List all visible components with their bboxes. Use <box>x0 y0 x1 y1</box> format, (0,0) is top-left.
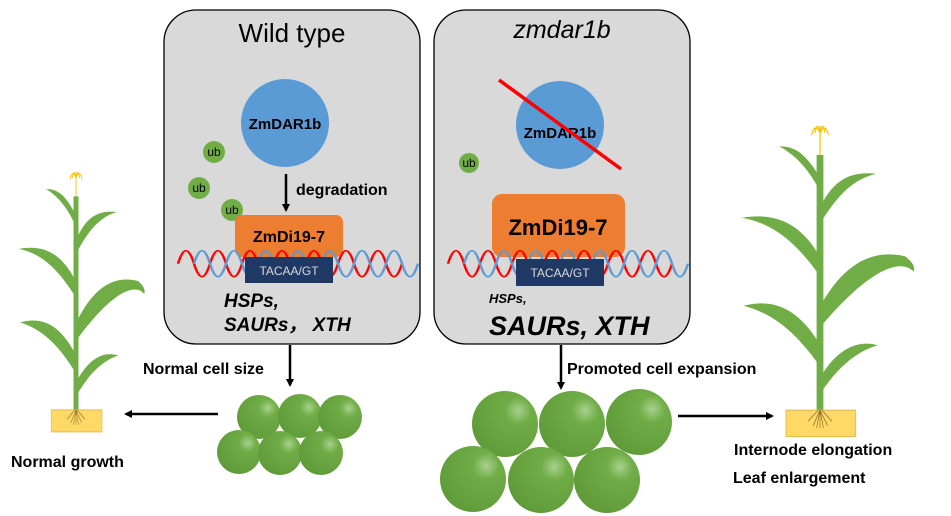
cell <box>574 447 640 513</box>
leaf-enlargement-label: Leaf enlargement <box>733 470 866 487</box>
motif-box: TACAA/GT <box>245 257 333 283</box>
cell <box>278 394 322 438</box>
svg-text:ub: ub <box>207 145 221 159</box>
zmdar1b-protein-absent: ZmDAR1b <box>497 78 623 171</box>
enlarged-plant <box>740 125 915 438</box>
target-genes-line1: HSPs, <box>489 291 527 306</box>
motif-label: TACAA/GT <box>259 264 319 278</box>
cell <box>237 395 281 439</box>
cell <box>539 391 605 457</box>
zmdi19-7-protein: ZmDi19-7 <box>492 194 625 257</box>
zmdar1b-protein: ZmDAR1b <box>241 79 329 167</box>
cell <box>258 431 302 475</box>
zmdi19-7-label: ZmDi19-7 <box>253 229 325 246</box>
ubiquitin-1: ub <box>203 141 225 163</box>
svg-text:ub: ub <box>462 156 476 170</box>
mutant-title: zmdar1b <box>512 16 610 44</box>
zmdar1b-label: ZmDAR1b <box>524 125 597 142</box>
promoted-cell-expansion-label: Promoted cell expansion <box>567 361 756 378</box>
zmdar1b-label: ZmDAR1b <box>249 116 322 133</box>
normal-growth-label: Normal growth <box>11 454 124 471</box>
svg-text:ub: ub <box>225 203 239 217</box>
mutant-panel: zmdar1b ZmDAR1b ub ZmDi19-7 TACAA/GT HSP… <box>433 9 691 345</box>
target-genes-line2: SAURs, XTH <box>489 311 650 341</box>
cell <box>606 389 672 455</box>
cross-out-line <box>497 78 623 171</box>
cell <box>440 446 506 512</box>
cell <box>318 395 362 439</box>
wild-type-title: Wild type <box>239 18 346 48</box>
expanded-cells <box>440 389 672 513</box>
motif-box: TACAA/GT <box>516 259 604 286</box>
zmdi19-7-protein: ZmDi19-7 <box>235 215 343 257</box>
zmdi19-7-label: ZmDi19-7 <box>508 215 607 240</box>
ubiquitin: ub <box>459 153 479 173</box>
wild-type-panel: Wild type ZmDAR1b ub ub ub degradation Z… <box>163 9 421 345</box>
normal-cells <box>217 394 362 475</box>
cell <box>508 447 574 513</box>
internode-elongation-label: Internode elongation <box>734 442 892 459</box>
normal-cell-size-label: Normal cell size <box>143 361 264 378</box>
cell <box>472 391 538 457</box>
ubiquitin-2: ub <box>188 177 210 199</box>
target-genes-line1: HSPs, <box>224 291 279 312</box>
cell <box>299 431 343 475</box>
svg-text:ub: ub <box>192 181 206 195</box>
ubiquitin-3: ub <box>221 199 243 221</box>
motif-label: TACAA/GT <box>530 266 590 280</box>
target-genes-line2: SAURs， XTH <box>224 315 352 336</box>
degradation-label: degradation <box>296 182 388 199</box>
normal-plant <box>18 171 146 433</box>
cell <box>217 430 261 474</box>
